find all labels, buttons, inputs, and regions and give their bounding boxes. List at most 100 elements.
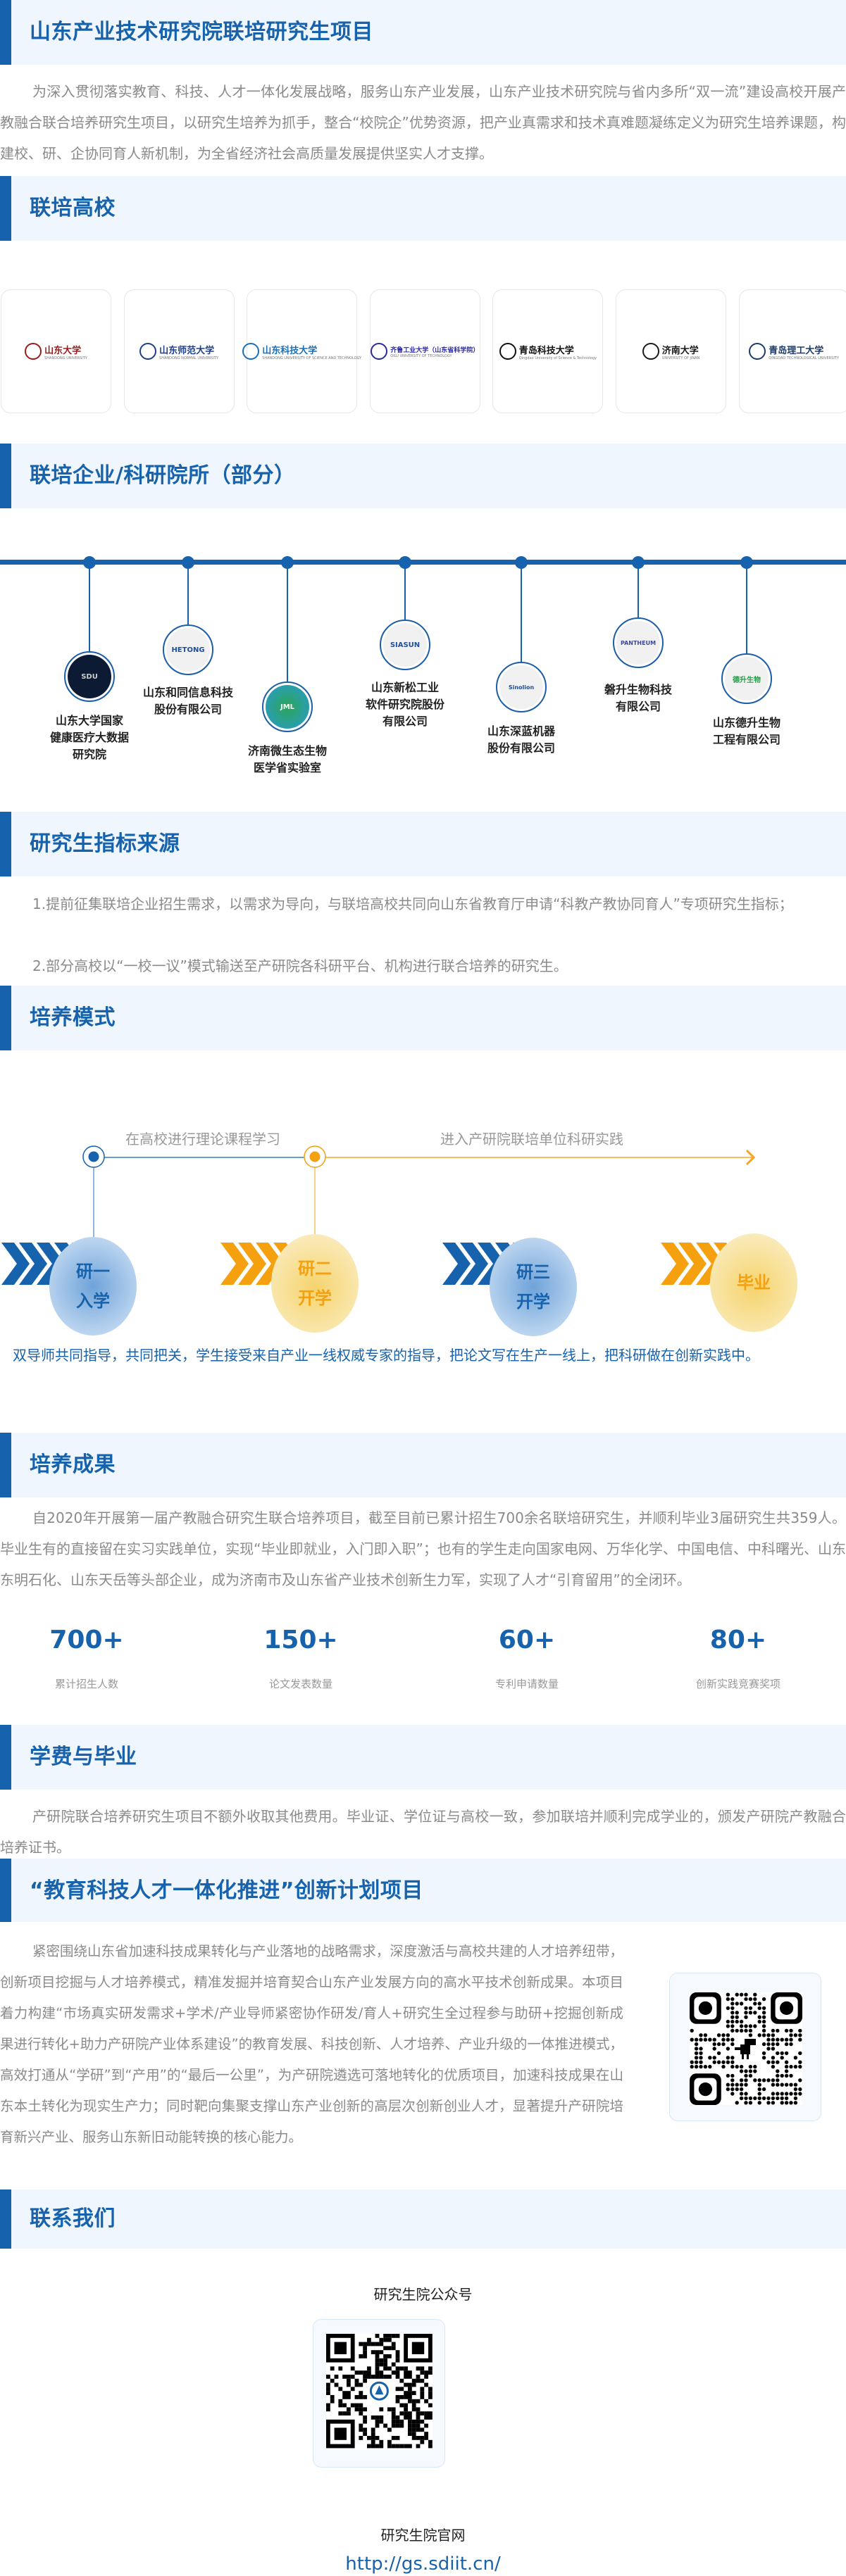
partner-timeline-line (0, 560, 846, 565)
chevron-arrow-icon (460, 1243, 488, 1285)
partner-logo-mark: JML (266, 685, 309, 729)
section-title: 研究生指标来源 (30, 831, 180, 856)
section-header-fees: 学费与毕业 (0, 1725, 846, 1790)
timeline-dot (515, 556, 528, 569)
university-name: 山东大学 (44, 345, 82, 356)
stat-value: 150+ (263, 1626, 338, 1654)
section-header-universities: 联培高校 (0, 176, 846, 241)
chevron-arrow-icon (661, 1243, 689, 1285)
dinosaur-icon (735, 2039, 756, 2059)
section-header-contact: 联系我们 (0, 2189, 846, 2249)
partner-logo-mark: HETONG (166, 628, 210, 672)
section-title: 联培企业/科研院所（部分） (30, 463, 296, 488)
university-name: 山东师范大学 (159, 345, 215, 356)
university-card: 齐鲁工业大学（山东省科学院）QILU UNIVERSITY OF TECHNOL… (369, 289, 480, 413)
timeline-stem (746, 563, 747, 653)
chevron-arrow-icon (678, 1243, 707, 1285)
university-seal-icon (242, 343, 260, 360)
partner-name: 山东深蓝机器股份有限公司 (487, 724, 555, 755)
partner-logo: Sinolion (496, 662, 547, 712)
university-english-name: SHANDONG UNIVERSITY OF SCIENCE AND TECHN… (262, 356, 362, 360)
partner-logo-mark: SIASUN (383, 623, 427, 667)
timeline-dot (399, 556, 411, 569)
partner-name: 山东新松工业软件研究院股份有限公司 (365, 681, 444, 728)
university-seal-icon (25, 343, 42, 360)
wechat-qr-icon[interactable] (326, 2334, 433, 2450)
partner-name: 山东和同信息科技股份有限公司 (142, 686, 233, 716)
results-text: 自2020年开展第一届产教融合研究生联合培养项目，截至目前已累计招生700余名联… (0, 1509, 846, 1588)
wechat-label: 研究生院公众号 (373, 2286, 473, 2303)
stat-value: 60+ (498, 1626, 556, 1654)
partner-logo: PANTHEUM (613, 617, 664, 668)
site-label: 研究生院官网 (380, 2527, 466, 2544)
quota-item-2: 2.部分高校以“一校一议”模式输送至产研院各科研平台、机构进行联合培养的研究生。 (32, 957, 568, 974)
stage-label: 研二开学 (298, 1259, 332, 1308)
section-title: “教育科技人才一体化推进”创新计划项目 (30, 1878, 423, 1903)
chevron-arrow-icon (442, 1243, 471, 1285)
phase1-label: 在高校进行理论课程学习 (125, 1131, 280, 1148)
timeline-dot (632, 556, 645, 569)
innovation-qr-card (669, 1973, 821, 2121)
partner-name: 山东大学国家健康医疗大数据研究院 (49, 714, 129, 761)
university-english-name: QINGDAO TECHNOLOGICAL UNIVERSITY (769, 356, 839, 360)
chevron-arrow-icon (220, 1243, 249, 1285)
university-english-name: UNIVERSITY OF JINAN (661, 356, 700, 360)
university-english-name: SHANDONG UNIVERSITY (44, 356, 87, 360)
section-header-mode: 培养模式 (0, 986, 846, 1050)
section-title: 联培高校 (30, 196, 116, 220)
stat-value: 700+ (49, 1626, 124, 1654)
university-name: 齐鲁工业大学（山东省科学院） (390, 346, 480, 354)
timeline-dot (740, 556, 753, 569)
section-header-intro: 山东产业技术研究院联培研究生项目 (0, 0, 846, 65)
quota-item-1: 1.提前征集联培企业招生需求，以需求为导向，与联培高校共同向山东省教育厅申请“科… (32, 896, 793, 912)
stat-item: 60+ 专利申请数量 (456, 1623, 597, 1691)
stage-bubble: 研二开学 (271, 1234, 359, 1333)
phase2-label: 进入产研院联培单位科研实践 (440, 1131, 623, 1148)
stage-label: 毕业 (737, 1273, 771, 1293)
university-seal-icon (371, 343, 388, 360)
university-name: 济南大学 (661, 345, 699, 356)
university-name: 青岛科技大学 (518, 345, 574, 356)
partner-name: 山东德升生物工程有限公司 (712, 716, 780, 746)
mode-summary: 双导师共同指导，共同把关，学生接受来自产业一线权威专家的指导，把论文写在生产一线… (13, 1347, 759, 1364)
stat-item: 700+累计招生人数 (16, 1623, 157, 1691)
section-title: 培养成果 (30, 1452, 116, 1477)
section-header-quota: 研究生指标来源 (0, 812, 846, 877)
partner-name: 磐升生物科技有限公司 (604, 683, 672, 713)
page-title: 山东产业技术研究院联培研究生项目 (30, 20, 373, 44)
institute-seal-icon (368, 2380, 390, 2402)
timeline-stem (287, 563, 288, 681)
stage-label: 研三开学 (516, 1262, 550, 1312)
section-header-results: 培养成果 (0, 1433, 846, 1497)
stat-label: 论文发表数量 (268, 1678, 332, 1690)
university-english-name: Qingdao University of Science & Technolo… (518, 356, 597, 360)
university-name: 山东科技大学 (262, 345, 318, 356)
section-header-innovation: “教育科技人才一体化推进”创新计划项目 (0, 1859, 846, 1922)
dinosaur-qr-icon[interactable] (690, 1992, 802, 2105)
stat-item: 150+ 论文发表数量 (230, 1623, 371, 1691)
wechat-qr-card (313, 2319, 445, 2468)
partner-logo: HETONG (163, 624, 213, 675)
chevron-arrow-icon (19, 1243, 47, 1285)
intro-text: 为深入贯彻落实教育、科技、人才一体化发展战略，服务山东产业发展，山东产业技术研究… (0, 83, 846, 162)
stat-label: 创新实践竞赛奖项 (695, 1678, 780, 1690)
official-site-link[interactable]: http://gs.sdiit.cn/ (345, 2553, 501, 2575)
university-name: 青岛理工大学 (769, 345, 824, 356)
stat-value: 80+ (709, 1626, 767, 1654)
partner-logo-mark: Sinolion (499, 665, 543, 709)
partner-logo-mark: SDU (68, 655, 111, 698)
section-title: 培养模式 (30, 1005, 116, 1030)
section-header-partners: 联培企业/科研院所（部分） (0, 444, 846, 508)
partner-logo: 德升生物 (721, 653, 772, 704)
university-seal-icon (139, 343, 157, 360)
stat-label: 专利申请数量 (494, 1678, 559, 1690)
